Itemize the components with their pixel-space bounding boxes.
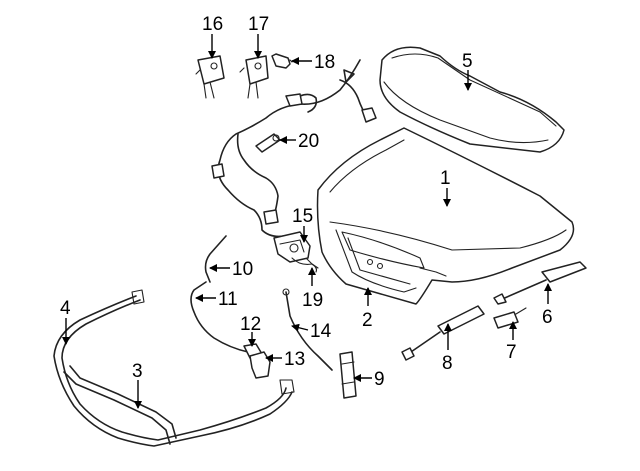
bumper-9-part bbox=[339, 351, 357, 399]
gas-strut-8-part bbox=[401, 305, 485, 361]
callout-12: 12 bbox=[240, 314, 261, 335]
callout-15: 15 bbox=[292, 206, 313, 227]
leader-lines bbox=[62, 34, 552, 409]
connector-20-part bbox=[255, 133, 281, 153]
release-cable-10-part bbox=[204, 235, 227, 283]
wiring-harness-part bbox=[211, 59, 377, 269]
callout-17: 17 bbox=[248, 14, 269, 35]
bracket-13-part bbox=[249, 351, 271, 379]
callout-7: 7 bbox=[506, 342, 517, 363]
weatherstrip-4-part bbox=[53, 289, 295, 447]
strut-fitting-7-part bbox=[493, 307, 527, 329]
callout-3: 3 bbox=[132, 361, 143, 382]
sensor-17-part bbox=[239, 55, 269, 99]
trunk-lid-part bbox=[316, 127, 575, 305]
callout-18: 18 bbox=[314, 52, 335, 73]
lid-trim-part bbox=[341, 231, 425, 270]
callout-14: 14 bbox=[310, 321, 332, 342]
connector-19-part bbox=[291, 257, 318, 273]
callout-1: 1 bbox=[440, 168, 451, 189]
callout-13: 13 bbox=[284, 349, 305, 370]
callout-6: 6 bbox=[542, 307, 553, 328]
callout-8: 8 bbox=[442, 353, 453, 374]
callout-9: 9 bbox=[374, 369, 385, 390]
callout-5: 5 bbox=[462, 51, 473, 72]
gas-strut-6-part bbox=[493, 261, 587, 305]
callout-4: 4 bbox=[60, 298, 71, 319]
release-cable-11-part bbox=[190, 281, 249, 353]
callout-19: 19 bbox=[302, 290, 323, 311]
release-rod-14-part bbox=[282, 288, 333, 371]
callout-10: 10 bbox=[232, 259, 253, 280]
bolt-18-part bbox=[271, 53, 293, 69]
leader-14 bbox=[291, 323, 309, 332]
spoiler-part bbox=[379, 46, 565, 153]
callout-2: 2 bbox=[362, 310, 373, 331]
callout-labels: 1 2 3 4 5 6 7 8 9 10 11 12 13 14 15 16 1… bbox=[60, 14, 553, 390]
sensor-16-part bbox=[195, 55, 225, 99]
callout-16: 16 bbox=[202, 14, 223, 35]
callout-11: 11 bbox=[218, 289, 238, 310]
callout-20: 20 bbox=[298, 131, 319, 152]
